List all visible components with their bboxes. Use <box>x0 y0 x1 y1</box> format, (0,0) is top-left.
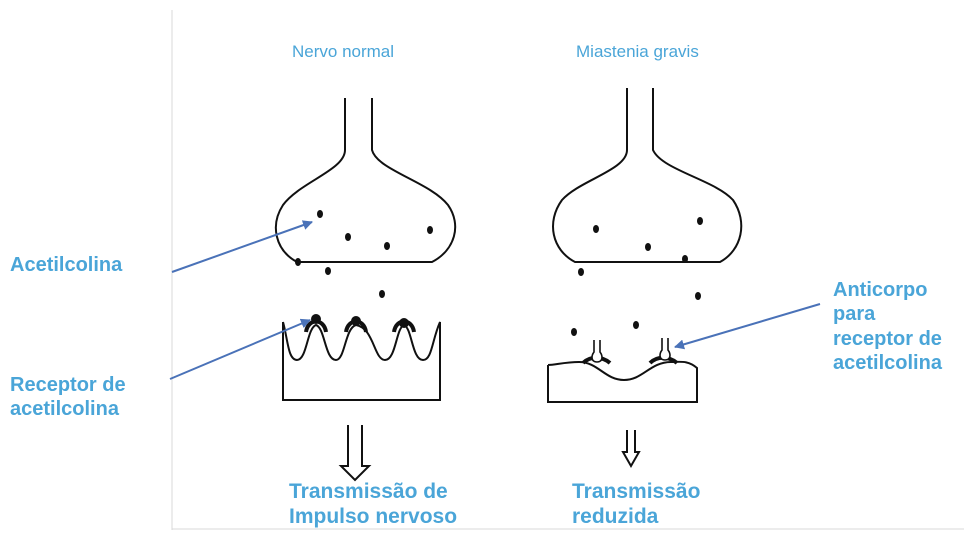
receptor-label: Receptor de acetilcolina <box>10 374 126 421</box>
antibody-label-line-4: acetilcolina <box>833 351 942 375</box>
myasthenia-gravis-title: Miastenia gravis <box>576 42 699 62</box>
acetylcholine-vesicles-left <box>295 210 433 298</box>
normal-transmission-caption: Transmissão de Impulso nervoso <box>289 480 457 530</box>
antibody-label-line-3: receptor de <box>833 327 942 351</box>
antibody-pointer-arrow <box>675 304 820 347</box>
receptor-label-line-2: acetilcolina <box>10 398 126 422</box>
normal-transmission-line-1: Transmissão de <box>289 480 457 505</box>
normal-transmission-line-2: Impulso nervoso <box>289 505 457 530</box>
acetylcholine-receptors-left <box>306 314 414 332</box>
normal-nerve-terminal <box>276 98 455 262</box>
transmission-arrow-small <box>623 430 639 466</box>
antibody-label-line-1: Anticorpo <box>833 278 942 302</box>
reduced-transmission-caption: Transmissão reduzida <box>572 480 700 530</box>
mg-postsynaptic-membrane <box>548 362 697 402</box>
acetylcholine-vesicles-right <box>571 217 703 336</box>
normal-nerve-title: Nervo normal <box>292 42 394 62</box>
antibody-label: Anticorpo para receptor de acetilcolina <box>833 278 942 376</box>
acetylcholine-label: Acetilcolina <box>10 254 122 278</box>
acetylcholine-pointer-arrow <box>172 222 312 272</box>
reduced-transmission-line-2: reduzida <box>572 505 700 530</box>
receptor-label-line-1: Receptor de <box>10 374 126 398</box>
mg-nerve-terminal <box>553 88 741 262</box>
transmission-arrow-large <box>341 425 369 480</box>
antibody-label-line-2: para <box>833 302 942 326</box>
reduced-transmission-line-1: Transmissão <box>572 480 700 505</box>
normal-postsynaptic-membrane <box>283 322 440 400</box>
